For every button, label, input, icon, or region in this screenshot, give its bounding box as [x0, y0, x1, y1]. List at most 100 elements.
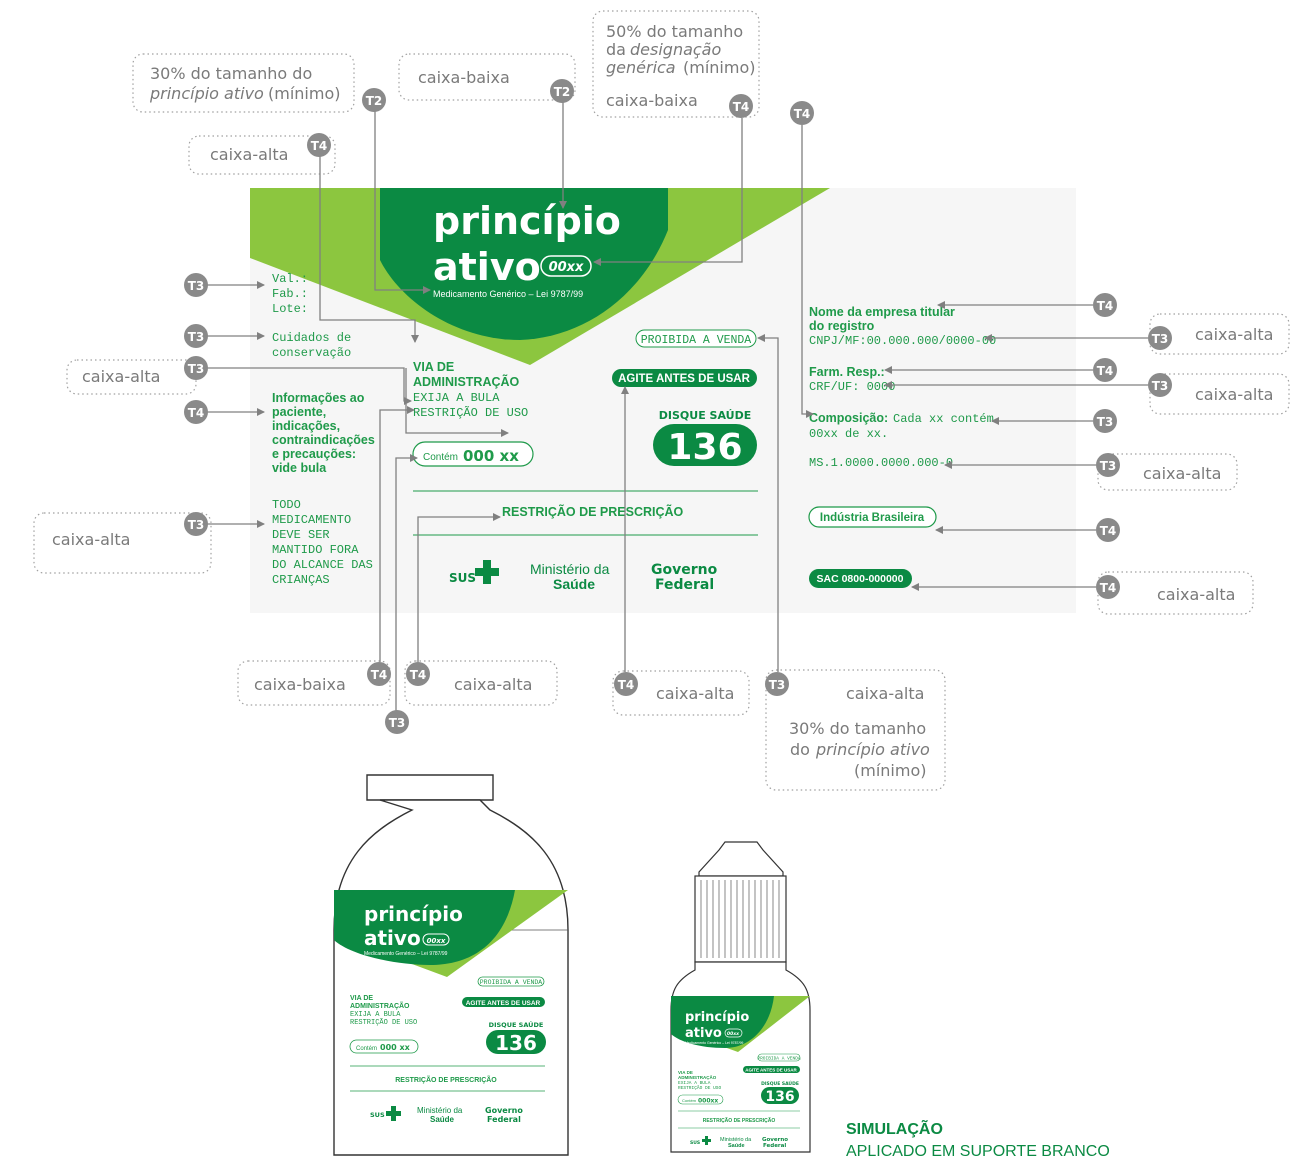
large-bottle: princípio ativo 00xx Medicamento Genéric… [333, 774, 569, 1156]
connector-lines [207, 101, 1148, 718]
small-generico: Medicamento Genérico – Lei 9787/99 [685, 1041, 743, 1045]
lote-text: Lote: [272, 302, 308, 316]
badge-t3-crf: T3 [1148, 373, 1172, 397]
empresa-line1: Nome da empresa titular [809, 305, 955, 319]
principio-text: princípio [433, 199, 621, 243]
small-agite: AGITE ANTES DE USAR [745, 1068, 797, 1073]
callout-3-line5: (mínimo) [683, 58, 755, 77]
badge-t4-industria: T4 [1096, 518, 1120, 542]
svg-text:T3: T3 [188, 362, 205, 376]
svg-text:T2: T2 [554, 85, 571, 99]
cnpj-text: CNPJ/MF:00.000.000/0000-00 [809, 334, 996, 348]
todo-line5: DO ALCANCE DAS [272, 558, 373, 572]
fab-text: Fab.: [272, 287, 308, 301]
small-dose: 00xx [727, 1031, 740, 1037]
callout-box-1 [132, 53, 355, 113]
callout-box-14 [765, 669, 946, 791]
small-bottle-dark-green [671, 996, 774, 1048]
badge-t4-info: T4 [184, 400, 208, 424]
small-contem-val: 000xx [698, 1098, 718, 1105]
badge-t4-contem: T4 [367, 662, 391, 686]
badge-t3-contem-num: T3 [385, 710, 409, 734]
callout-3-line4: genérica [606, 58, 676, 77]
svg-text:T3: T3 [188, 330, 205, 344]
svg-text:T3: T3 [1152, 379, 1169, 393]
callout-box-9 [1097, 453, 1238, 491]
callout-box-4 [188, 135, 336, 175]
large-restricao-uso: RESTRIÇÃO DE USO [350, 1018, 417, 1027]
small-bottle: princípio ativo 00xx Medicamento Genéric… [670, 841, 811, 1153]
large-generico: Medicamento Genérico – Lei 9787/99 [364, 951, 448, 957]
large-exija: EXIJA A BULA [350, 1011, 401, 1019]
callout-7-text: caixa-alta [1195, 325, 1273, 344]
callout-box-12 [404, 660, 558, 706]
callout-12-text: caixa-alta [454, 675, 532, 694]
callout-box-7 [1149, 313, 1290, 355]
simulacao-title: SIMULAÇÃO [846, 1118, 943, 1138]
ministerio-line2: Saúde [553, 576, 595, 592]
small-exija: EXIJA A BULA [678, 1080, 711, 1086]
governo-line1: Governo [651, 562, 718, 578]
callout-3-line3: designação [630, 40, 721, 59]
svg-text:T4: T4 [1097, 299, 1114, 313]
todo-line6: CRIANÇAS [272, 573, 330, 587]
badge-t4-agite: T4 [614, 672, 638, 696]
svg-text:T3: T3 [188, 518, 205, 532]
large-sus-cross-icon [386, 1106, 401, 1121]
badge-t3-proibida: T3 [765, 672, 789, 696]
small-governo1: Governo [762, 1137, 788, 1143]
callout-1-line2: princípio ativo [149, 84, 264, 103]
large-ministerio1: Ministério da [417, 1106, 463, 1115]
disque-number: 136 [667, 427, 742, 468]
badge-t2-b: T2 [550, 79, 574, 103]
callout-14-line1: caixa-alta [846, 684, 924, 703]
ms-text: MS.1.0000.0000.000-0 [809, 456, 953, 470]
todo-line2: MEDICAMENTO [272, 513, 351, 527]
cuidados-line2: conservação [272, 346, 351, 360]
large-ativo: ativo [364, 926, 421, 950]
dose-text: 00xx [549, 260, 584, 275]
small-restricao-uso: RESTRIÇÃO DE USO [678, 1084, 722, 1091]
small-proibida: PROIBIDA A VENDA [757, 1056, 801, 1062]
small-ativo: ativo [685, 1026, 722, 1041]
small-disque-num: 136 [765, 1089, 794, 1105]
disque-pill [653, 424, 757, 466]
badge-t2-a: T2 [362, 88, 386, 112]
badge-t3-ms: T3 [1096, 453, 1120, 477]
svg-text:T4: T4 [188, 406, 205, 420]
svg-text:T4: T4 [371, 668, 388, 682]
callout-4-text: caixa-alta [210, 145, 288, 164]
disque-saude-text: DISQUE SAÚDE [659, 409, 751, 422]
badge-t3-val: T3 [184, 273, 208, 297]
svg-text:T4: T4 [1100, 581, 1117, 595]
crf-text: CRF/UF: 0000 [809, 380, 895, 394]
composicao-label: Composição: [809, 411, 888, 425]
todo-line1: TODO [272, 498, 301, 512]
dark-green-shape [380, 188, 668, 340]
generico-text: Medicamento Genérico – Lei 9787/99 [433, 289, 583, 299]
badge-t4-c: T4 [307, 133, 331, 157]
svg-text:T3: T3 [1152, 332, 1169, 346]
small-principio: princípio [685, 1010, 749, 1025]
restricao-prescricao-text: RESTRIÇÃO DE PRESCRIÇÃO [502, 504, 684, 519]
svg-text:T3: T3 [188, 279, 205, 293]
small-sus-cross-icon [702, 1136, 711, 1145]
sus-text: SUS [449, 571, 476, 585]
info-line2: paciente, [272, 405, 326, 419]
large-via1: VIA DE [350, 995, 373, 1002]
large-bottle-dark-green [334, 890, 515, 965]
large-governo1: Governo [485, 1106, 523, 1115]
cuidados-line1: Cuidados de [272, 331, 351, 345]
large-dose: 00xx [427, 937, 446, 945]
info-line5: e precauções: [272, 447, 356, 461]
via-line1: VIA DE [413, 360, 454, 374]
callout-box-6 [33, 512, 212, 574]
large-governo2: Federal [487, 1115, 521, 1124]
large-agite: AGITE ANTES DE USAR [466, 1000, 541, 1007]
composicao-line1: Cada xx contém [893, 412, 994, 426]
proibida-text: PROIBIDA A VENDA [641, 334, 752, 347]
callout-13-text: caixa-alta [656, 684, 734, 703]
industria-text: Indústria Brasileira [820, 512, 925, 524]
contem-label: Contém [423, 452, 458, 463]
